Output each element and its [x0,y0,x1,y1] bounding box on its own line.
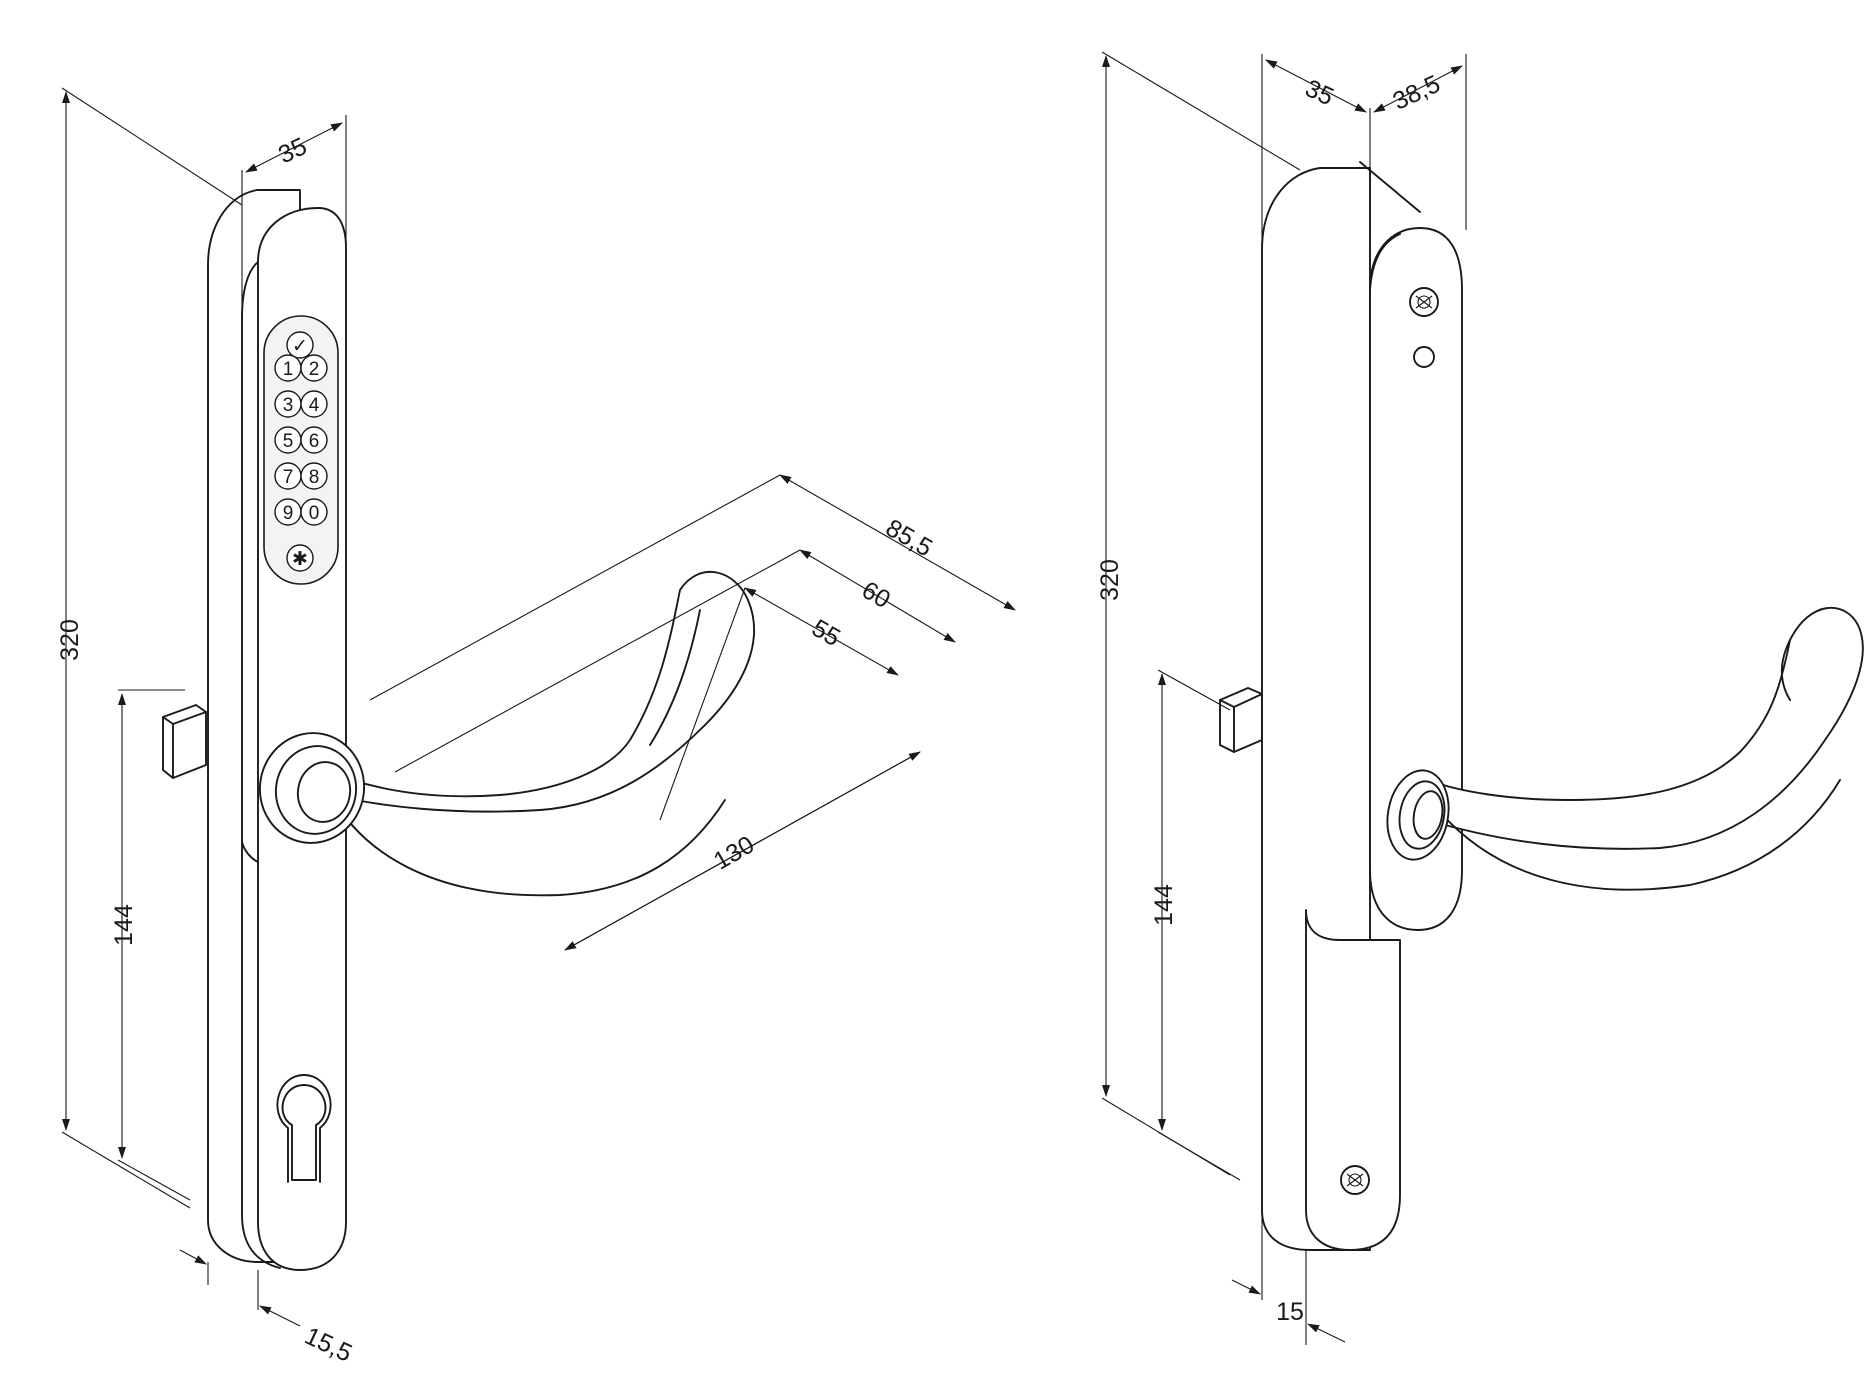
front-dim-lever-projection-2: 60 [857,576,895,614]
keypad-key-label: 2 [309,359,320,380]
keypad-key-label: 7 [283,467,294,488]
keypad-key-label: 1 [283,359,294,380]
rear-dim-plate-depth: 15 [1276,1298,1304,1326]
rear-spindle [1219,687,1263,753]
keypad-key-6[interactable] [300,426,328,454]
enter-key[interactable] [286,331,314,359]
keypad-key-label: 5 [283,431,294,452]
rear-indicator-hole [1413,346,1435,368]
rear-dim-spindle: 144 [1150,884,1178,926]
keypad-key-label: 0 [309,503,320,524]
front-dim-plate-depth: 15,5 [300,1322,356,1368]
rear-dim-lever-offset: 38,5 [1389,70,1445,116]
rear-rosette [1386,769,1450,861]
keypad-key-2[interactable] [300,354,328,382]
keypad-key-label: 8 [309,467,320,488]
keypad-key-label: 4 [309,395,320,416]
rear-dim-height: 320 [1096,559,1124,601]
keypad-key-label: 3 [283,395,294,416]
front-spindle [162,704,207,779]
clear-key-icon: ✱ [292,549,308,570]
rear-screw-bottom [1340,1165,1370,1195]
front-dim-width: 35 [274,132,311,169]
clear-key[interactable] [286,544,314,572]
front-dim-height: 320 [56,619,84,661]
rear-face-plate [1369,227,1463,931]
front-dim-lever-projection-3: 55 [807,614,845,652]
rear-dim-width: 35 [1301,74,1338,111]
enter-key-icon: ✓ [292,336,308,357]
keypad-key-label: 9 [283,503,294,524]
rear-view: 320 35 38,5 144 15 [1096,51,1864,1345]
keypad-key-8[interactable] [300,462,328,490]
keypad-key-label: 6 [309,431,320,452]
front-dim-lever-projection: 85,5 [881,514,937,563]
front-dim-spindle: 144 [110,904,138,946]
rear-lower-plate [1305,909,1401,1251]
rear-lever [1427,606,1864,891]
front-dim-lever-length: 130 [709,831,759,876]
keypad-key-4[interactable] [300,390,328,418]
keypad-key-0[interactable] [300,498,328,526]
rear-screw-top [1409,287,1439,317]
front-lever [319,571,756,897]
front-rosette [258,732,366,844]
front-cylinder-hole [281,1084,327,1181]
